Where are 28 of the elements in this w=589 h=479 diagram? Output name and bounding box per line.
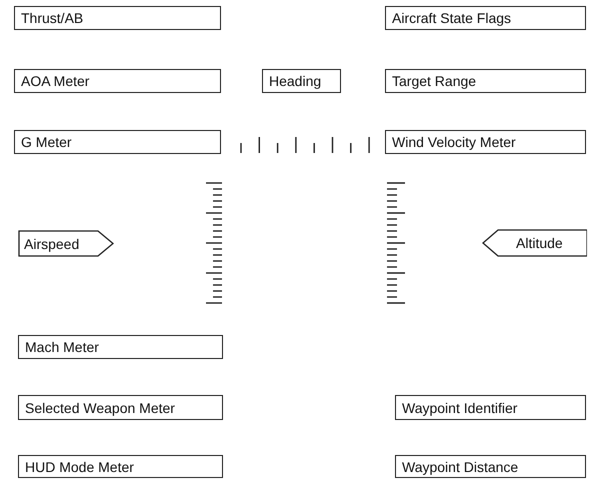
meter-label: G Meter bbox=[21, 134, 72, 150]
meter-label: Altitude bbox=[516, 235, 563, 251]
label-box bbox=[395, 395, 586, 420]
meter-label: Heading bbox=[269, 73, 322, 89]
label-box bbox=[18, 395, 223, 420]
meter-label: Aircraft State Flags bbox=[392, 10, 512, 26]
meter-label: Thrust/AB bbox=[21, 10, 84, 26]
meter-label: HUD Mode Meter bbox=[25, 458, 134, 474]
meter-label: Selected Weapon Meter bbox=[25, 400, 175, 416]
meter-label: Waypoint Identifier bbox=[402, 400, 518, 416]
label-box bbox=[14, 69, 221, 93]
meter-label: Waypoint Distance bbox=[402, 458, 518, 474]
pointer-label bbox=[482, 229, 587, 257]
label-box bbox=[385, 6, 586, 30]
label-box bbox=[14, 130, 221, 154]
pointer-label bbox=[18, 230, 114, 257]
label-box bbox=[395, 455, 586, 478]
meter-label: AOA Meter bbox=[21, 73, 90, 89]
label-box bbox=[385, 130, 586, 154]
meter-label: Wind Velocity Meter bbox=[392, 134, 516, 150]
label-box bbox=[18, 335, 223, 359]
meter-label: Target Range bbox=[392, 73, 476, 89]
meter-label: Mach Meter bbox=[25, 339, 99, 355]
label-box bbox=[14, 6, 221, 30]
label-box bbox=[18, 455, 223, 478]
label-box bbox=[385, 69, 586, 93]
label-box bbox=[262, 69, 341, 93]
meter-label: Airspeed bbox=[24, 236, 80, 252]
